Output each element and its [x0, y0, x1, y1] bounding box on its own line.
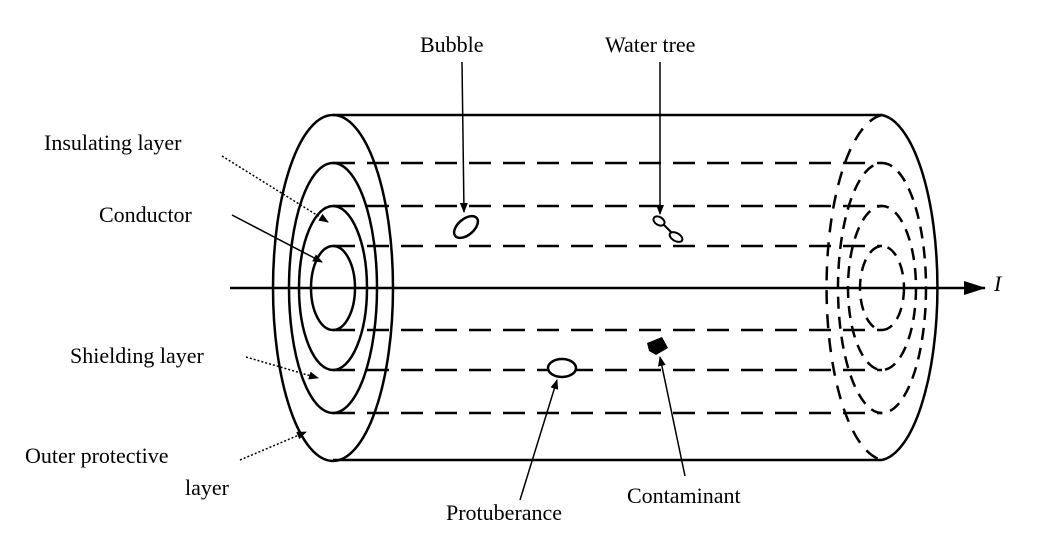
leader-arrows: [221, 61, 686, 501]
bubble-arrow: [459, 61, 468, 213]
insulating-layer-arrow: [221, 155, 329, 223]
protuberance-arrow: [519, 379, 559, 501]
outer-protective-arrow: [239, 431, 307, 461]
protuberance-defect: [546, 357, 578, 379]
back-face-hidden-half: [825, 113, 883, 462]
bubble-label: Bubble: [420, 32, 484, 57]
contaminant-label: Contaminant: [627, 483, 741, 508]
internal-layer-lines: [333, 161, 882, 415]
conductor-label: Conductor: [99, 202, 192, 227]
outer-protective-label-line2: layer: [185, 475, 229, 500]
insulating-layer-label: Insulating layer: [44, 130, 182, 155]
contaminant-defect: [647, 337, 668, 355]
shielding-layer-label: Shielding layer: [70, 343, 204, 368]
bubble-defect: [452, 214, 480, 240]
outer-protective-label-line1: Outer protective: [25, 443, 169, 468]
protuberance-label: Protuberance: [446, 500, 563, 525]
contaminant-arrow: [657, 356, 686, 477]
current-axis-label: I: [994, 271, 1002, 296]
shielding-layer-arrow: [245, 356, 319, 380]
conductor-arrow: [231, 214, 323, 263]
water-tree-label: Water tree: [605, 32, 696, 57]
water-tree-defect: [652, 215, 684, 243]
